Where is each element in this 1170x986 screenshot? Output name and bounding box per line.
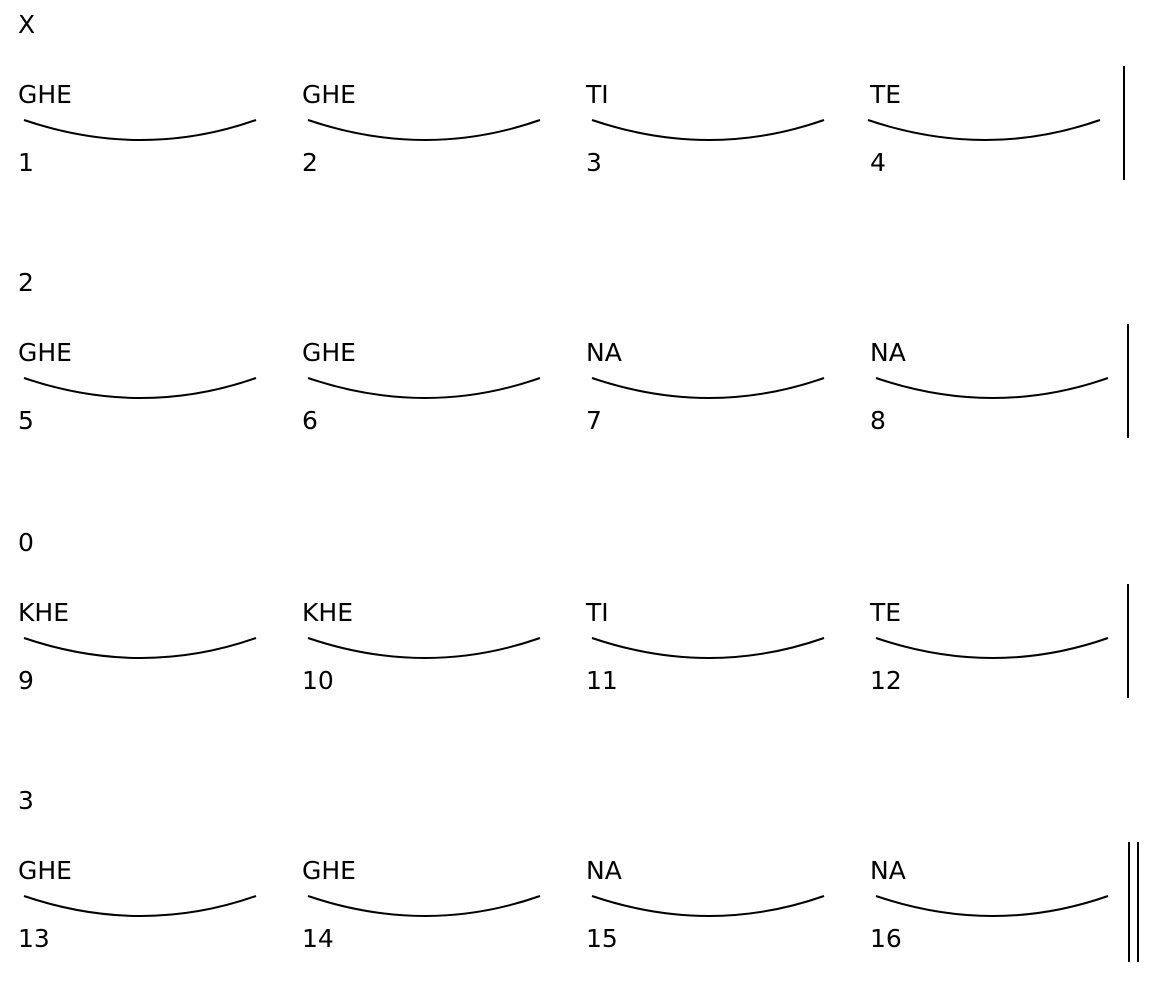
double-barline <box>1128 842 1139 962</box>
beat-arc <box>307 637 541 659</box>
beat-bol: NA <box>870 856 906 885</box>
single-barline <box>1127 584 1129 698</box>
beat-bol: KHE <box>18 598 69 627</box>
beat-bol: KHE <box>302 598 353 627</box>
beat-number: 3 <box>586 148 602 177</box>
vibhag-row-4: 3 GHE 13 GHE 14 NA 15 NA 16 <box>0 786 1170 986</box>
beat-number: 11 <box>586 666 618 695</box>
tala-marker: 2 <box>18 268 34 297</box>
beat-arc <box>23 377 257 399</box>
beat-bol: GHE <box>302 338 356 367</box>
tala-marker: X <box>18 10 36 39</box>
beat-bol: NA <box>586 338 622 367</box>
beat-arc <box>591 119 825 141</box>
beat-bol: TI <box>586 80 609 109</box>
beat-arc <box>591 637 825 659</box>
vibhag-row-1: X GHE 1 GHE 2 TI 3 TE 4 <box>0 10 1170 210</box>
beat-number: 1 <box>18 148 34 177</box>
beat-arc <box>591 895 825 917</box>
single-barline <box>1127 324 1129 438</box>
beat-number: 8 <box>870 406 886 435</box>
tala-marker: 3 <box>18 786 34 815</box>
beat-arc <box>307 119 541 141</box>
beat-arc <box>307 377 541 399</box>
beat-number: 9 <box>18 666 34 695</box>
beat-arc <box>23 895 257 917</box>
beat-number: 10 <box>302 666 334 695</box>
beat-arc <box>23 637 257 659</box>
vibhag-row-3: 0 KHE 9 KHE 10 TI 11 TE 12 <box>0 528 1170 728</box>
beat-arc <box>591 377 825 399</box>
tala-marker: 0 <box>18 528 34 557</box>
beat-bol: TE <box>870 598 902 627</box>
beat-bol: TI <box>586 598 609 627</box>
beat-arc <box>307 895 541 917</box>
beat-number: 6 <box>302 406 318 435</box>
beat-bol: GHE <box>302 856 356 885</box>
beat-arc <box>23 119 257 141</box>
beat-number: 14 <box>302 924 334 953</box>
beat-bol: NA <box>586 856 622 885</box>
beat-number: 16 <box>870 924 902 953</box>
beat-bol: GHE <box>18 856 72 885</box>
beat-number: 5 <box>18 406 34 435</box>
beat-arc <box>875 377 1109 399</box>
vibhag-row-2: 2 GHE 5 GHE 6 NA 7 NA 8 <box>0 268 1170 468</box>
beat-bol: TE <box>870 80 902 109</box>
beat-number: 15 <box>586 924 618 953</box>
beat-bol: GHE <box>18 338 72 367</box>
beat-bol: GHE <box>302 80 356 109</box>
single-barline <box>1123 66 1125 180</box>
beat-bol: NA <box>870 338 906 367</box>
beat-bol: GHE <box>18 80 72 109</box>
beat-number: 2 <box>302 148 318 177</box>
beat-number: 13 <box>18 924 50 953</box>
beat-number: 12 <box>870 666 902 695</box>
beat-arc <box>875 637 1109 659</box>
beat-arc <box>867 119 1101 141</box>
beat-number: 4 <box>870 148 886 177</box>
beat-number: 7 <box>586 406 602 435</box>
beat-arc <box>875 895 1109 917</box>
